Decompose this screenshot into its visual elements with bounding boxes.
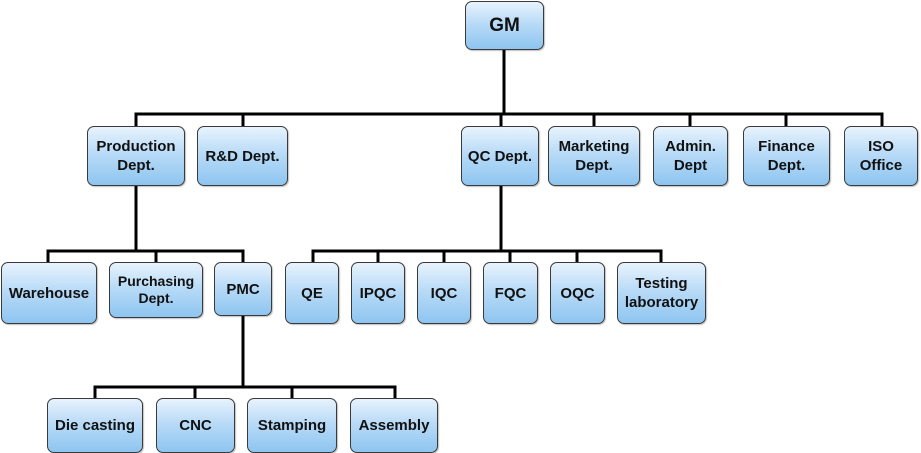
node-iqc: IQC	[417, 262, 471, 324]
node-oqc: OQC	[550, 262, 605, 324]
node-qe: QE	[285, 262, 339, 324]
node-gm: GM	[465, 1, 544, 50]
node-production-dept: Production Dept.	[87, 126, 185, 186]
node-fqc: FQC	[483, 262, 538, 324]
node-purchasing-dept: Purchasing Dept.	[109, 262, 203, 318]
node-stamping: Stamping	[247, 398, 337, 453]
node-assembly: Assembly	[350, 398, 438, 453]
node-testing-laboratory: Testing laboratory	[617, 262, 706, 324]
node-admin-dept: Admin. Dept	[653, 126, 728, 186]
node-ipqc: IPQC	[351, 262, 405, 324]
node-cnc: CNC	[156, 398, 235, 453]
node-rnd-dept: R&D Dept.	[197, 126, 288, 186]
node-warehouse: Warehouse	[1, 262, 97, 324]
node-pmc: PMC	[214, 262, 272, 316]
node-finance-dept: Finance Dept.	[743, 126, 830, 186]
node-die-casting: Die casting	[47, 398, 143, 453]
node-marketing-dept: Marketing Dept.	[548, 126, 640, 186]
node-qc-dept: QC Dept.	[461, 126, 539, 186]
node-iso-office: ISO Office	[844, 126, 918, 186]
